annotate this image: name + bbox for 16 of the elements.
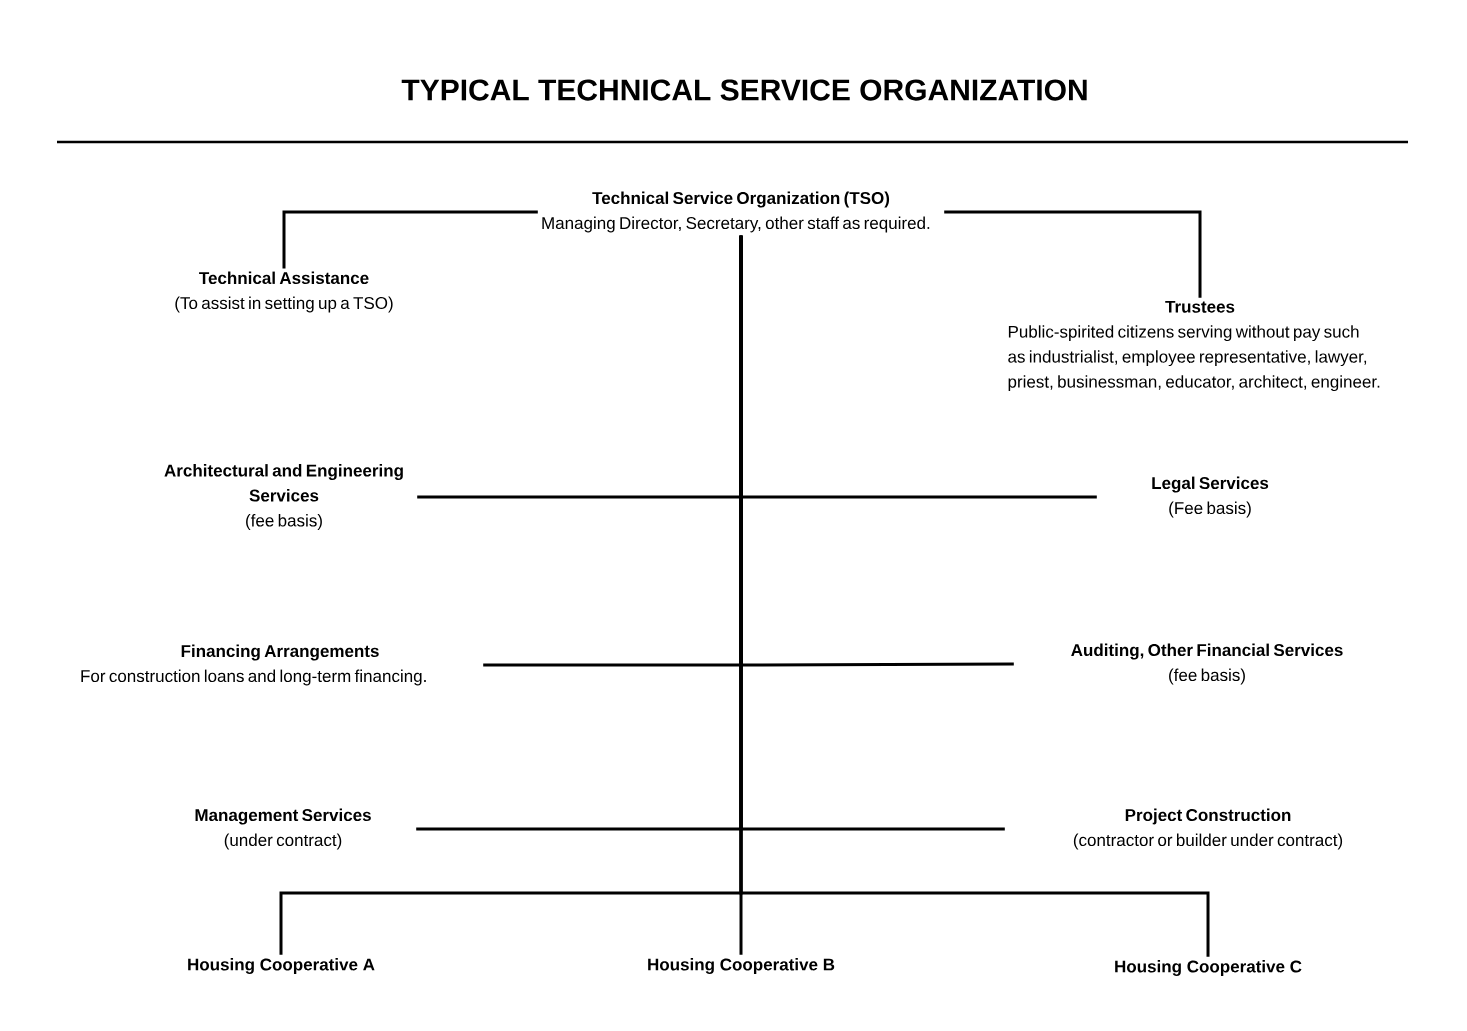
unit-label: Project Construction (contractor or builder under contract) bbox=[1073, 808, 1343, 850]
unit-label: Management Services (under contract) bbox=[195, 808, 371, 850]
connector-line bbox=[739, 235, 1210, 957]
unit-label: Financing Arrangements For construction loans and long-term financing. bbox=[81, 644, 426, 686]
unit-label: Housing Cooperative A bbox=[188, 958, 375, 974]
unit-label: Trustees Public-spirited citizens serving without pay such as industrialist, employee representative, lawyer, priest, businessman, educator, architect, engineer. bbox=[1008, 300, 1380, 392]
unit-label: Technical Service Organization (TSO) Managing Director, Secretary, other staff as required. bbox=[542, 191, 930, 233]
title: TYPICAL TECHNICAL SERVICE ORGANIZATION bbox=[401, 79, 1087, 101]
connector-line bbox=[944, 210, 1202, 298]
unit-label: Auditing, Other Financial Services (fee basis) bbox=[1071, 643, 1343, 685]
unit-label: Housing Cooperative C bbox=[1115, 960, 1302, 976]
unit-label: Technical Assistance (To assist in setting up a TSO) bbox=[175, 271, 393, 313]
unit-label: Legal Services (Fee basis) bbox=[1152, 476, 1269, 518]
connector-line bbox=[282, 210, 538, 269]
unit-label: Housing Cooperative B bbox=[648, 958, 835, 974]
unit-label: Architectural and Engineering Services (fee basis) bbox=[164, 464, 403, 530]
